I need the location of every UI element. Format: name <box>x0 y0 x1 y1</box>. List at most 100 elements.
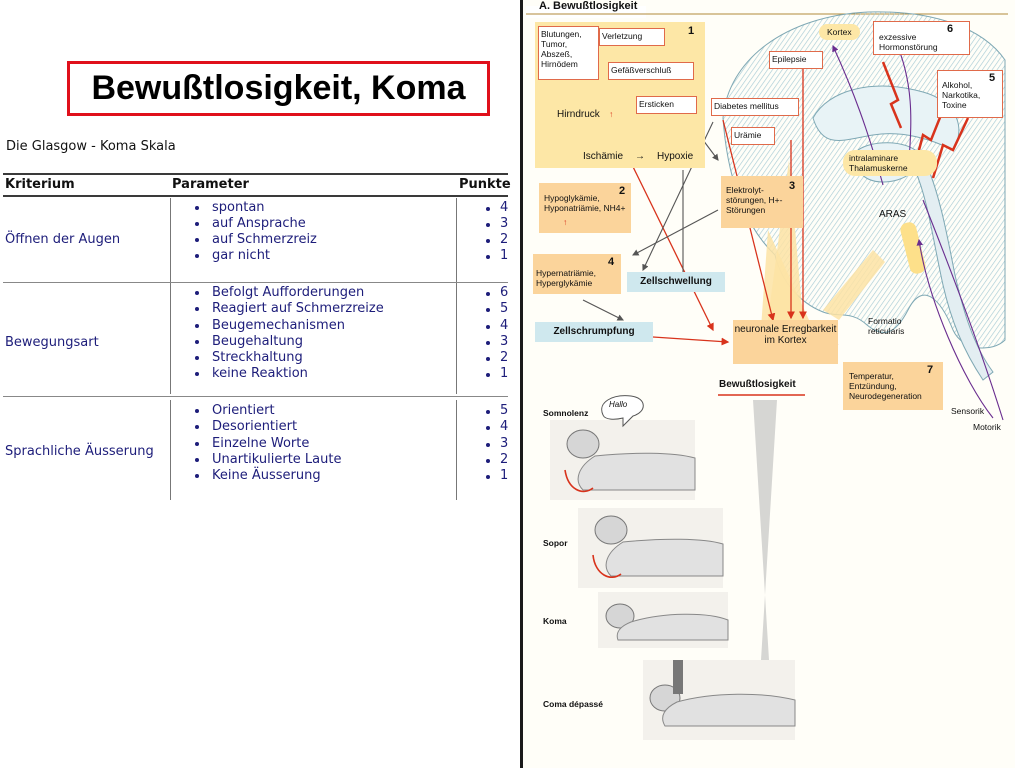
box-number: 5 <box>989 72 996 84</box>
points-value: 1 <box>500 366 509 381</box>
group-divider <box>170 198 171 286</box>
points-value: 3 <box>500 334 509 349</box>
points-value: 4 <box>500 419 509 434</box>
patient-illustration <box>550 420 796 740</box>
points-value: 2 <box>500 452 509 467</box>
cause-box-7 <box>843 362 943 410</box>
group-divider <box>456 400 457 500</box>
box-number: 7 <box>927 364 934 376</box>
cause-injury: Verletzung <box>599 28 665 46</box>
parameter-item: Einzelne Worte <box>195 436 309 451</box>
points-bullet <box>486 207 490 211</box>
box-number: 1 <box>688 25 695 37</box>
unconsciousness-diagram: A. Bewußtlosigkeit 1 Blutungen, Tumor, A… <box>520 0 1015 768</box>
box-number: 4 <box>608 256 615 268</box>
group-divider <box>170 286 171 394</box>
parameter-item: Beugehaltung <box>195 334 303 349</box>
slide-title-box: Bewußtlosigkeit, Koma <box>67 61 490 116</box>
label-cell-shrinking: Zellschrumpfung <box>535 322 653 342</box>
parameter-item: Orientiert <box>195 403 275 418</box>
header-top-rule <box>3 173 508 175</box>
points-bullet <box>486 341 490 345</box>
parameter-item: spontan <box>195 200 265 215</box>
cause-box-5 <box>937 70 1003 118</box>
points-value: 1 <box>500 468 509 483</box>
cause-box-4 <box>533 254 621 294</box>
cause-box-2 <box>539 183 631 233</box>
parameter-item: Desorientiert <box>195 419 297 434</box>
group-rule <box>3 282 508 283</box>
header-bottom-rule <box>3 195 508 197</box>
points-bullet <box>486 443 490 447</box>
group-divider <box>170 400 171 500</box>
label-aras: ARAS <box>879 209 907 220</box>
column-header-criterion: Kriterium <box>5 177 75 192</box>
points-bullet <box>486 255 490 259</box>
box-number: 6 <box>947 23 954 35</box>
points-value: 2 <box>500 350 509 365</box>
slide-title: Bewußtlosigkeit, Koma <box>91 69 466 107</box>
hormone-disorder-text: exzessive Hormonstörung <box>879 32 938 52</box>
stage-somnolence: Somnolenz <box>543 408 589 418</box>
stage-sopor: Sopor <box>543 538 568 548</box>
parameter-item: auf Ansprache <box>195 216 306 231</box>
points-value: 4 <box>500 200 509 215</box>
points-bullet <box>486 475 490 479</box>
metabolic-causes-text: Hypoglykämie, Hyponatriämie, NH4+ <box>544 193 626 213</box>
points-bullet <box>486 308 490 312</box>
speech-bubble-text: Hallo <box>609 400 628 409</box>
cause-diabetes: Diabetes mellitus <box>711 98 799 116</box>
points-bullet <box>486 410 490 414</box>
points-value: 3 <box>500 436 509 451</box>
up-arrow-icon: ↑ <box>563 217 568 227</box>
parameter-item: auf Schmerzreiz <box>195 232 317 247</box>
cause-bleeding-tumor: Blutungen, Tumor, Abszeß, Hirnödem <box>538 26 599 80</box>
parameter-item: Unartikulierte Laute <box>195 452 341 467</box>
label-hypoxia: Hypoxie <box>657 151 694 162</box>
stages-title: Bewußtlosigkeit <box>719 379 796 390</box>
box-number: 3 <box>789 180 796 192</box>
cause-suffocation: Ersticken <box>636 96 697 114</box>
points-value: 3 <box>500 216 509 231</box>
points-value: 6 <box>500 285 509 300</box>
group-divider <box>456 198 457 286</box>
parameter-item: Befolgt Aufforderungen <box>195 285 364 300</box>
group-rule <box>3 396 508 397</box>
criterion-motor-response: Bewegungsart <box>5 335 99 350</box>
stage-coma-depasse: Coma dépassé <box>543 699 603 709</box>
parameter-item: Streckhaltung <box>195 350 303 365</box>
electrolyte-disorders-text: Elektrolyt-störungen, H+-Störungen <box>726 185 783 215</box>
cause-epilepsy: Epilepsie <box>769 51 823 69</box>
stage-coma: Koma <box>543 616 567 626</box>
cause-uremia: Urämie <box>731 127 775 145</box>
label-ischemia: Ischämie <box>583 151 624 162</box>
parameter-item: Beugemechanismen <box>195 318 345 333</box>
glasgow-coma-scale-table: Die Glasgow - Koma Skala Kriterium Param… <box>0 130 520 505</box>
label-cell-swelling: Zellschwellung <box>627 272 725 292</box>
label-sensorik: Sensorik <box>951 406 985 416</box>
points-value: 5 <box>500 403 509 418</box>
column-header-points: Punkte <box>459 177 511 192</box>
points-value: 5 <box>500 301 509 316</box>
label-motorik: Motorik <box>973 422 1001 432</box>
criterion-eye-opening: Öffnen der Augen <box>5 232 121 247</box>
points-bullet <box>486 373 490 377</box>
points-value: 1 <box>500 248 509 263</box>
parameter-item: Keine Äusserung <box>195 468 321 483</box>
group-divider <box>456 286 457 394</box>
diagram-header: A. Bewußtlosigkeit <box>539 0 638 12</box>
label-intralaminar-thalamus: intralaminare Thalamuskerne <box>843 150 937 176</box>
parameter-item: Reagiert auf Schmerzreize <box>195 301 384 316</box>
column-header-parameter: Parameter <box>172 177 249 192</box>
label-intracranial-pressure: Hirndruck <box>557 109 600 120</box>
temperature-inflammation-text: Temperatur, Entzündung, Neurodegeneratio… <box>849 371 922 401</box>
label-formatio-reticularis: Formatio reticularis <box>868 316 905 336</box>
points-bullet <box>486 459 490 463</box>
neuronal-excitability-box: neuronale Erregbarkeit im Kortex <box>733 320 838 364</box>
cause-vascular-occlusion: Gefäßverschluß <box>608 62 694 80</box>
box-number: 2 <box>619 185 626 197</box>
arrow-right-icon: → <box>635 151 645 162</box>
parameter-item: keine Reaktion <box>195 366 308 381</box>
alcohol-toxins-text: Alkohol, Narkotika, Toxine <box>942 80 981 110</box>
gcs-heading: Die Glasgow - Koma Skala <box>6 139 176 154</box>
